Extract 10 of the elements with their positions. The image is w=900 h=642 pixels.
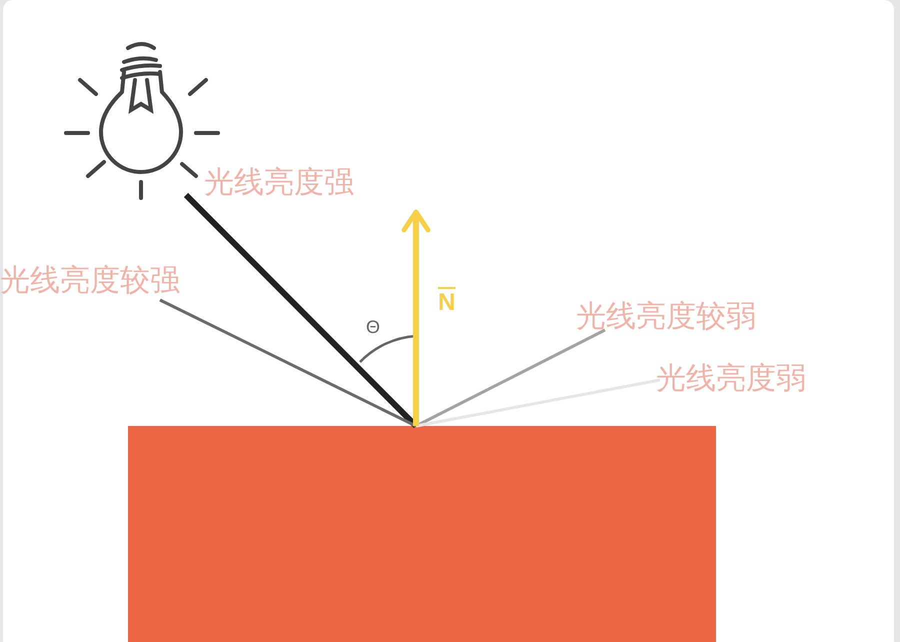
text-label: 光线亮度较强	[0, 262, 200, 300]
edge-label: 光线亮度强	[204, 168, 354, 198]
surface-block	[128, 426, 716, 642]
light-ray-line	[416, 378, 660, 428]
text-label: 光线亮度较弱	[576, 298, 780, 336]
normal-vector-arrow	[402, 210, 430, 426]
light-ray-line	[159, 298, 417, 428]
angle-label: Θ	[366, 318, 380, 336]
vector-label: N	[438, 291, 456, 315]
text-label: 光线亮度弱	[656, 360, 826, 398]
